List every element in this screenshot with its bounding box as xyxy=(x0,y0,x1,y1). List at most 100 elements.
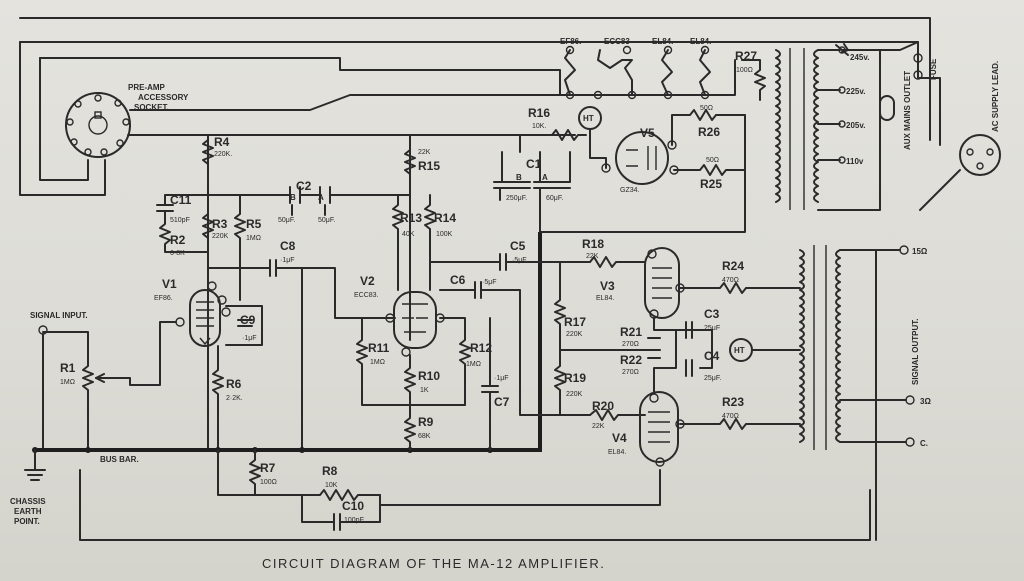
r5-value: 1MΩ xyxy=(246,235,261,242)
resistor-r19 xyxy=(554,349,566,416)
r25-name: R25 xyxy=(700,177,722,191)
c2-legs xyxy=(291,204,326,216)
capacitor-c1 xyxy=(493,151,571,233)
r26-value: 50Ω xyxy=(700,105,713,112)
resistor-r18 xyxy=(539,256,646,268)
r20-name: R20 xyxy=(592,399,614,413)
c6-value: ·5μF xyxy=(482,279,497,286)
wire-mains-return xyxy=(839,49,881,211)
resistor-r5 xyxy=(234,194,246,301)
resistor-r6 xyxy=(212,345,224,451)
r23-name: R23 xyxy=(722,395,744,409)
diagram-caption: CIRCUIT DIAGRAM OF THE MA-12 AMPLIFIER. xyxy=(262,556,605,571)
aux-mains-outlet xyxy=(879,95,895,121)
r9-name: R9 xyxy=(418,415,434,429)
out-tap-c: C. xyxy=(920,439,928,448)
resistor-r7 xyxy=(249,449,261,496)
r25-value: 50Ω xyxy=(706,157,719,164)
r23-value: 470Ω xyxy=(722,413,739,420)
r27-value: 100Ω xyxy=(736,67,753,74)
resistor-r16 xyxy=(539,129,587,141)
point-label: POINT. xyxy=(14,517,40,526)
c5-name: C5 xyxy=(510,239,526,253)
wire-top-mains xyxy=(19,41,919,56)
heater-filaments xyxy=(564,49,711,96)
c4-name: C4 xyxy=(704,349,720,363)
v1-name: V1 xyxy=(162,277,177,291)
out-tap-15: 15Ω xyxy=(912,247,928,256)
tube-v1 xyxy=(189,289,221,347)
wire-top-outer xyxy=(19,17,931,141)
capacitors-c3-c4 xyxy=(675,321,713,377)
r7-name: R7 xyxy=(260,461,276,475)
c7-name: C7 xyxy=(494,395,510,409)
c3-value: 25μF xyxy=(704,325,720,332)
wire-ht-to-v5 xyxy=(589,129,607,169)
r12-value: 1MΩ xyxy=(466,361,481,368)
wire-heater-row xyxy=(564,59,736,96)
c1-name: C1 xyxy=(526,157,542,171)
v5-name: V5 xyxy=(640,126,655,140)
wire-fuse xyxy=(917,54,941,146)
wire-ht-rail xyxy=(127,134,521,153)
c1-b-mark: B xyxy=(516,173,522,182)
v4-type: EL84. xyxy=(608,449,626,456)
r3-name: R3 xyxy=(212,217,228,231)
r24-value: 470Ω xyxy=(722,277,739,284)
resistor-r17 xyxy=(554,261,661,351)
capacitor-c10 xyxy=(301,494,381,531)
capacitor-c8 xyxy=(207,259,396,319)
ac-supply-label: AC SUPPLY LEAD. xyxy=(991,61,1000,132)
resistor-r1 xyxy=(42,331,94,451)
c5-value: ·5μF xyxy=(512,257,527,264)
r3-value: 220K xyxy=(212,233,229,240)
r1-value: 1MΩ xyxy=(60,379,75,386)
r8-name: R8 xyxy=(322,464,338,478)
wire-tap-leads xyxy=(817,49,841,211)
v4-name: V4 xyxy=(612,431,627,445)
signal-input-label: SIGNAL INPUT. xyxy=(30,311,88,320)
r5-name: R5 xyxy=(246,217,262,231)
signal-output-label: SIGNAL OUTPUT. xyxy=(911,318,920,385)
wire-output-taps xyxy=(839,249,907,541)
c6-name: C6 xyxy=(450,273,466,287)
resistor-r23 xyxy=(679,418,801,430)
capacitor-c2 xyxy=(207,186,411,204)
tube-v3 xyxy=(644,247,680,319)
capacitor-c7 xyxy=(481,317,499,451)
r19-name: R19 xyxy=(564,371,586,385)
heater-label-ecc83: ECC83 xyxy=(604,37,630,46)
aux-mains-label: AUX MAINS OUTLET xyxy=(903,71,912,150)
c8-name: C8 xyxy=(280,239,296,253)
c1-value-a: 60μF. xyxy=(546,195,563,202)
bus-bar xyxy=(35,232,542,452)
earth-label: EARTH xyxy=(14,507,42,516)
r21-value: 270Ω xyxy=(622,341,639,348)
resistor-r9 xyxy=(404,404,416,451)
tube-v2 xyxy=(393,291,437,349)
r12-name: R12 xyxy=(470,341,492,355)
ht-label-top: HT xyxy=(583,114,594,123)
r27-name: R27 xyxy=(735,49,757,63)
v5-type: GZ34. xyxy=(620,187,640,194)
r13-value: 40K xyxy=(402,231,415,238)
fuse-terminal-a xyxy=(913,53,923,63)
c8-value: ·1μF xyxy=(280,257,295,264)
c2-value-a: 50μF. xyxy=(318,217,335,224)
wire-r1-wiper xyxy=(95,321,177,386)
r24-name: R24 xyxy=(722,259,744,273)
resistor-r13 xyxy=(392,194,404,291)
wire-heater-feed xyxy=(39,57,561,96)
r15-value: 22K xyxy=(418,149,431,156)
cathode-resistors xyxy=(647,337,661,359)
tap-245: 245v. xyxy=(850,53,869,62)
resistor-r20 xyxy=(589,409,646,421)
ht-label-bottom: HT xyxy=(734,346,745,355)
r17-value: 220K xyxy=(566,331,583,338)
wire-outer-left-2 xyxy=(39,57,89,181)
wire-bottom-loop xyxy=(79,469,871,541)
c10-value: 100pF xyxy=(344,517,364,524)
r10-name: R10 xyxy=(418,369,440,383)
r6-name: R6 xyxy=(226,377,242,391)
